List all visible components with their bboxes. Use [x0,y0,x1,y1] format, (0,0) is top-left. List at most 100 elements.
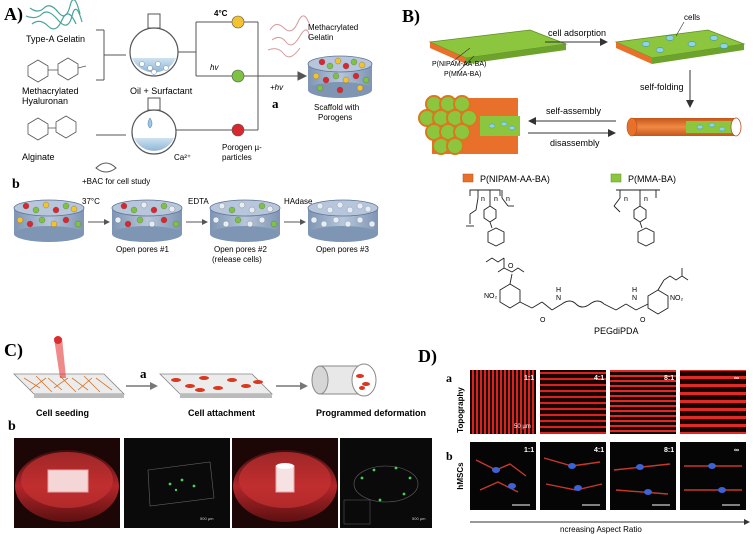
legend-mma-label: P(MMA-BA) [628,174,676,184]
calcium-label: Ca²⁺ [174,153,191,162]
panel-d-sub-b: b [446,449,453,463]
porogen-green-icon [231,69,245,83]
nipam-structure [466,189,514,247]
ratio-labels-top: 1:1 4:1 8:1 ∞ [524,375,739,382]
cell-dots [641,35,729,53]
tube-bundle [418,95,520,155]
panel-a-sub-a: a [272,96,279,111]
cell-attachment-sheet [159,373,273,398]
methacrylated-gelatin-icon [267,15,311,58]
cells-label: cells [684,13,700,22]
combine-lines [244,21,308,131]
gelatin-label: Type-A Gelatin [26,34,85,44]
single-tube [626,117,742,137]
open-pores-3-label: Open pores #3 [316,245,369,254]
pore-opening-sequence: 37°C Open pores #1 EDTA [13,197,379,264]
row-topography-label: Topography [456,387,465,433]
hyaluronan-label-2: Hyaluronan [22,96,68,106]
aspect-ratio-axis-label: ncreasing Aspect Ratio [560,525,642,534]
layer-nipam-label: P(NIPAM-AA-BA) [432,61,486,68]
panel-c-sub-b: b [8,419,16,434]
chem-sub-n3: n [506,196,510,203]
open-pores-2-note: (release cells) [212,255,262,264]
panel-a-label: A) [4,4,23,25]
panel-d-label: D) [418,346,437,367]
chem-sub-n4: n [624,196,628,203]
chem-o-3: O [640,317,646,324]
legend-orange-swatch [462,173,474,183]
scale-bar-label-2: 500 µm [412,516,426,521]
temp-label: 4°C [214,9,228,18]
chem-h-2: H [632,287,637,294]
dish-photo-flat [14,438,120,528]
scaffold-label-2: Porogens [318,113,352,122]
self-folding-label: self-folding [640,82,684,92]
panel-c-label: C) [4,340,23,361]
panel-c: C) Cell seeding a Cell attachment [4,336,432,528]
edta-label: EDTA [188,197,209,206]
cell-seeding-sheet [13,336,125,398]
panel-b-label: B) [402,6,420,27]
topography-row [470,370,746,434]
branch-lines [176,21,232,131]
panel-a: A) Type-A Gelatin Methacrylated Hyaluron… [4,0,379,264]
dish-photo-rolled [232,438,338,528]
chem-sub-n5: n [644,196,648,203]
chem-n-2: N [632,295,637,302]
axis-arrow-icon [744,519,750,525]
cell-seeding-label: Cell seeding [36,408,89,418]
bac-label: +BAC for cell study [82,177,150,186]
gelatin-molecule-icon [25,0,83,30]
topography-inf [680,370,746,434]
disk-initial [13,199,85,242]
step-temp-label: 37°C [82,197,100,206]
open-pores-2-label: Open pores #2 [214,245,267,254]
porogen-label-2: particles [222,153,252,162]
chem-sub-n2: n [494,196,498,203]
meth-gel-label-2: Gelatin [308,33,333,42]
porogen-label-1: Porogen µ- [222,143,262,152]
chem-h-1: H [556,287,561,294]
merge-bracket [96,29,126,136]
cell-adsorption-label: cell adsorption [548,28,606,38]
hv-label-2: +hv [270,83,284,92]
chem-n-1: N [556,295,561,302]
hyaluronan-structure-icon [27,57,87,83]
programmed-deformation-label: Programmed deformation [316,408,426,418]
confocal-photo-flat [124,438,230,528]
chem-o-2: O [540,317,546,324]
oil-surfactant-label: Oil + Surfactant [130,86,193,96]
hv-label-1: hv [210,63,219,72]
film-with-cells [614,29,746,64]
hmsc-8-1 [610,442,676,510]
ratio-label-b3: 8:1 [664,447,674,454]
cell-attachment-label: Cell attachment [188,408,255,418]
disk-open-pores-1 [111,199,183,242]
bilayer-film [428,29,568,64]
open-pores-1-label: Open pores #1 [116,245,169,254]
ratio-label-b1: 1:1 [524,447,534,454]
flask-alginate-icon [131,97,177,155]
panel-d: D) a b Topography hMSCs 1:1 4:1 8:1 ∞ 50… [418,346,750,534]
disassembly-label: disassembly [550,138,600,148]
programmed-deformation-tube [311,363,377,397]
disk-open-pores-3 [307,199,379,242]
ratio-label-b2: 4:1 [594,447,604,454]
chem-o-1: O [508,263,514,270]
legend-nipam-label: P(NIPAM-AA-BA) [480,174,550,184]
hyaluronan-label-1: Methacrylated [22,86,79,96]
topography-8-1 [610,370,676,434]
hmsc-1-1 [470,442,536,510]
topography-1-1 [470,370,536,434]
scaffold-label-1: Scaffold with [314,103,359,112]
panel-b: B) cell adsorption P(NIPAM-AA-BA) P(MMA-… [402,6,746,336]
ratio-label-4: ∞ [734,375,739,382]
ratio-label-2: 4:1 [594,375,604,382]
porogen-red-icon [231,123,245,137]
ratio-label-3: 8:1 [664,375,674,382]
ratio-label-b4: ∞ [734,447,739,454]
pegdipda-label: PEGdiPDA [594,326,639,336]
hmsc-inf [680,442,746,510]
topography-scale-label: 50 µm [514,424,531,430]
